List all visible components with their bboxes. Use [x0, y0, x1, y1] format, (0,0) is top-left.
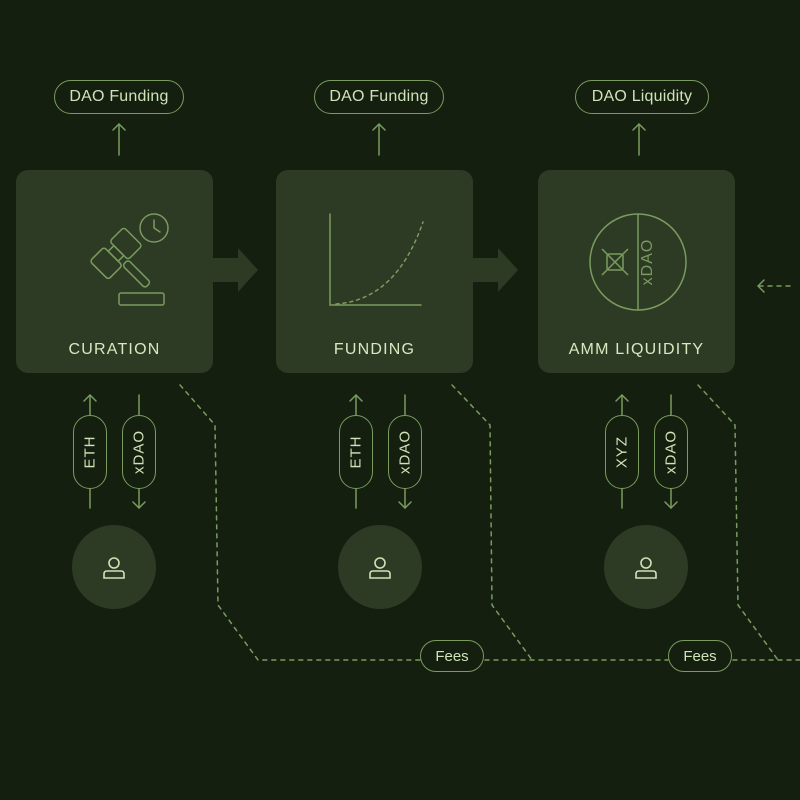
stage-label-curation: CURATION: [68, 341, 161, 358]
output-arrow-2: [372, 123, 386, 156]
output-arrow-3: [632, 123, 646, 156]
user-avatar-3: [604, 525, 688, 609]
output-label: DAO Liquidity: [591, 88, 693, 105]
fees-pill-1: Fees: [420, 640, 484, 672]
stage-box-funding: FUNDING: [276, 170, 473, 373]
fees-label: Fees: [435, 647, 469, 665]
output-label: DAO Funding: [69, 88, 169, 105]
token-pill-eth: ETH: [73, 415, 107, 489]
output-pill-2: DAO Funding: [314, 80, 444, 114]
stage-label-amm-liquidity: AMM LIQUIDITY: [568, 341, 705, 358]
stage-label-funding: FUNDING: [333, 341, 416, 358]
token-pill-xdao: xDAO: [388, 415, 422, 489]
user-icon: [635, 557, 657, 579]
bonding-curve-icon: [329, 213, 424, 306]
flow-arrow-2: [472, 248, 518, 292]
user-icon: [103, 557, 125, 579]
user-icon: [369, 557, 391, 579]
output-pill-1: DAO Funding: [54, 80, 184, 114]
user-avatar-2: [338, 525, 422, 609]
output-label: DAO Funding: [329, 88, 429, 105]
pool-label: xDAO: [639, 238, 656, 286]
fees-label: Fees: [683, 647, 717, 665]
output-pill-3: DAO Liquidity: [575, 80, 709, 114]
fees-pill-2: Fees: [668, 640, 732, 672]
flow-arrow-1: [212, 248, 258, 292]
output-arrow-1: [112, 123, 126, 156]
token-pill-xdao: xDAO: [654, 415, 688, 489]
incoming-arrow-head: [757, 279, 765, 293]
user-avatar-1: [72, 525, 156, 609]
token-pill-eth: ETH: [339, 415, 373, 489]
token-label: xDAO: [396, 429, 414, 475]
token-icon: [601, 248, 629, 276]
token-pill-xdao: xDAO: [122, 415, 156, 489]
token-label: xDAO: [662, 429, 680, 475]
token-label: ETH: [81, 435, 99, 469]
token-label: XYZ: [613, 435, 631, 469]
stage-box-curation: CURATION: [16, 170, 213, 373]
liquidity-pool-icon: [589, 213, 687, 311]
token-pill-xyz: XYZ: [605, 415, 639, 489]
token-label: ETH: [347, 435, 365, 469]
token-label: xDAO: [130, 429, 148, 475]
stage-box-amm-liquidity: xDAO AMM LIQUIDITY: [538, 170, 735, 373]
gavel-clock-icon: [90, 213, 169, 306]
fee-paths: [179, 285, 800, 661]
